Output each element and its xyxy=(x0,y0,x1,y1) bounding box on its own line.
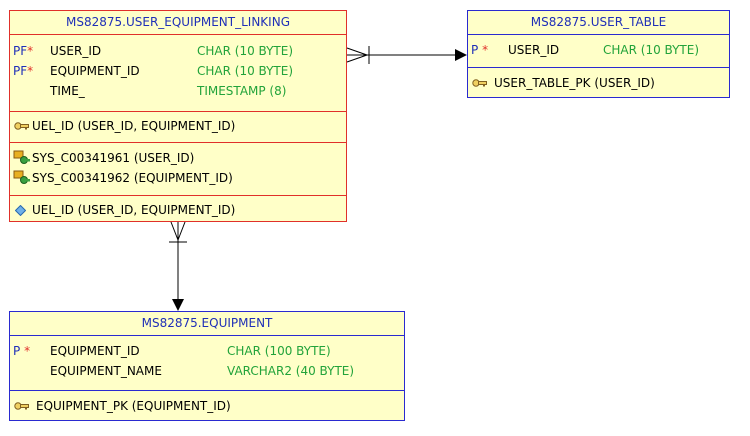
foreign-key-text: SYS_C00341962 (EQUIPMENT_ID) xyxy=(32,171,233,185)
table-title: MS82875.USER_EQUIPMENT_LINKING xyxy=(10,11,346,35)
relationship-linking-to-equipment[interactable] xyxy=(169,221,187,311)
foreign-keys-section: SYS_C00341961 (USER_ID) SYS_C00341962 (E… xyxy=(10,143,346,196)
primary-key-text: USER_TABLE_PK (USER_ID) xyxy=(494,76,655,90)
arrow-head-icon xyxy=(172,299,184,311)
primary-key-row[interactable]: UEL_ID (USER_ID, EQUIPMENT_ID) xyxy=(10,116,346,136)
primary-key-row[interactable]: USER_TABLE_PK (USER_ID) xyxy=(468,73,729,93)
foreign-key-row[interactable]: SYS_C00341962 (EQUIPMENT_ID) xyxy=(10,168,346,188)
primary-key-section: UEL_ID (USER_ID, EQUIPMENT_ID) xyxy=(10,112,346,143)
column-flag: PF* xyxy=(13,64,34,78)
key-icon xyxy=(472,79,487,87)
table-title: MS82875.USER_TABLE xyxy=(468,11,729,35)
column-row[interactable]: TIME_ TIMESTAMP (8) xyxy=(10,81,346,101)
column-flag: P * xyxy=(471,43,489,57)
column-row[interactable]: P * USER_ID CHAR (10 BYTE) xyxy=(468,40,729,60)
relationship-linking-to-user-table[interactable] xyxy=(346,46,467,64)
column-row[interactable]: EQUIPMENT_NAME VARCHAR2 (40 BYTE) xyxy=(10,361,404,381)
table-title: MS82875.EQUIPMENT xyxy=(10,312,404,336)
table-equipment[interactable]: MS82875.EQUIPMENT P * EQUIPMENT_ID CHAR … xyxy=(9,311,405,421)
column-name: EQUIPMENT_ID xyxy=(50,344,140,358)
arrow-head-icon xyxy=(455,49,467,61)
primary-key-text: EQUIPMENT_PK (EQUIPMENT_ID) xyxy=(36,399,231,413)
column-type: CHAR (10 BYTE) xyxy=(197,44,294,58)
key-icon xyxy=(14,122,29,130)
index-text: UEL_ID (USER_ID, EQUIPMENT_ID) xyxy=(32,203,236,217)
column-name: TIME_ xyxy=(50,84,85,98)
column-type: VARCHAR2 (40 BYTE) xyxy=(227,364,355,378)
columns-section: P * USER_ID CHAR (10 BYTE) xyxy=(468,35,729,68)
primary-key-section: EQUIPMENT_PK (EQUIPMENT_ID) xyxy=(10,391,404,423)
column-type: CHAR (10 BYTE) xyxy=(197,64,294,78)
index-section: UEL_ID (USER_ID, EQUIPMENT_ID) xyxy=(10,196,346,226)
columns-section: P * EQUIPMENT_ID CHAR (100 BYTE) EQUIPME… xyxy=(10,336,404,391)
foreign-key-icon xyxy=(13,170,30,184)
column-type: CHAR (100 BYTE) xyxy=(227,344,331,358)
index-row[interactable]: UEL_ID (USER_ID, EQUIPMENT_ID) xyxy=(10,200,346,220)
column-name: USER_ID xyxy=(508,43,560,57)
column-type: CHAR (10 BYTE) xyxy=(603,43,700,57)
foreign-key-row[interactable]: SYS_C00341961 (USER_ID) xyxy=(10,148,346,168)
primary-key-section: USER_TABLE_PK (USER_ID) xyxy=(468,68,729,100)
column-row[interactable]: PF* EQUIPMENT_ID CHAR (10 BYTE) xyxy=(10,61,346,81)
index-diamond-icon xyxy=(15,205,26,216)
column-row[interactable]: PF* USER_ID CHAR (10 BYTE) xyxy=(10,41,346,61)
column-name: EQUIPMENT_ID xyxy=(50,64,140,78)
column-flag: PF* xyxy=(13,44,34,58)
table-user-table[interactable]: MS82875.USER_TABLE P * USER_ID CHAR (10 … xyxy=(467,10,730,98)
foreign-key-icon xyxy=(13,150,30,164)
column-type: TIMESTAMP (8) xyxy=(197,84,287,98)
column-flag: P * xyxy=(13,344,31,358)
columns-section: PF* USER_ID CHAR (10 BYTE) PF* EQUIPMENT… xyxy=(10,35,346,112)
key-icon xyxy=(14,402,29,410)
foreign-key-text: SYS_C00341961 (USER_ID) xyxy=(32,151,195,165)
column-name: EQUIPMENT_NAME xyxy=(50,364,162,378)
primary-key-text: UEL_ID (USER_ID, EQUIPMENT_ID) xyxy=(32,119,236,133)
primary-key-row[interactable]: EQUIPMENT_PK (EQUIPMENT_ID) xyxy=(10,396,404,416)
table-user-equipment-linking[interactable]: MS82875.USER_EQUIPMENT_LINKING PF* USER_… xyxy=(9,10,347,222)
column-name: USER_ID xyxy=(50,44,102,58)
column-row[interactable]: P * EQUIPMENT_ID CHAR (100 BYTE) xyxy=(10,341,404,361)
